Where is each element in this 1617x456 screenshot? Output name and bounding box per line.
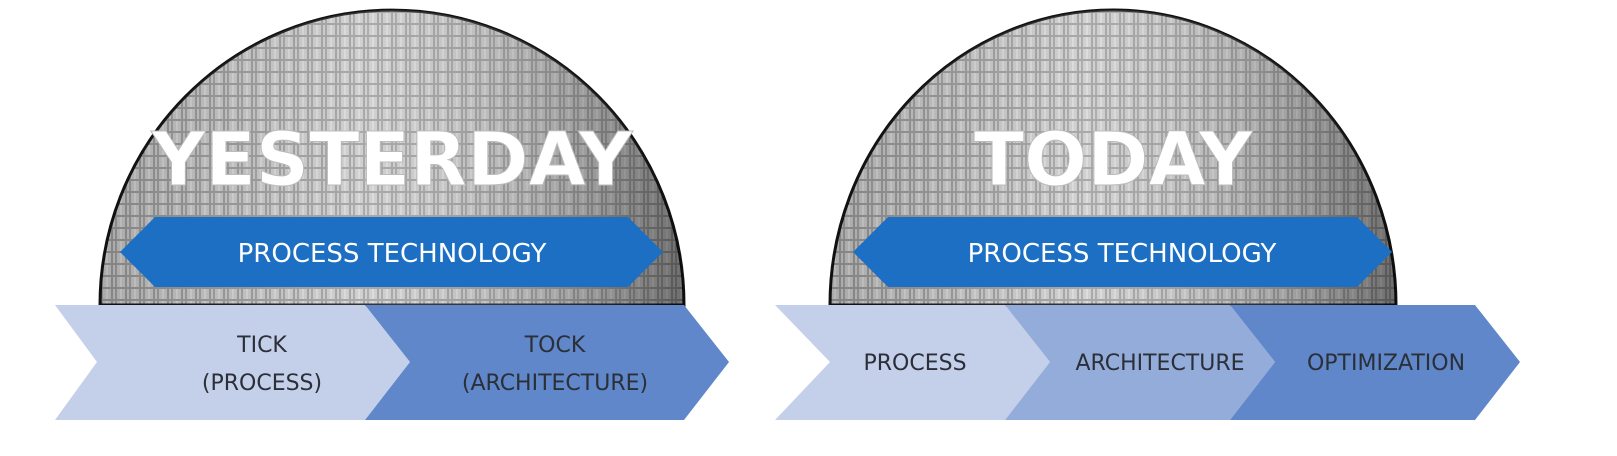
process-technology-banner: PROCESS TECHNOLOGY (853, 217, 1392, 287)
chevron-tock: TOCK (ARCHITECTURE) (365, 305, 729, 420)
today-panel: TODAY PROCESS TECHNOLOGY PROCESS ARCHITE… (775, 8, 1520, 420)
banner-label: PROCESS TECHNOLOGY (968, 239, 1277, 269)
banner-label: PROCESS TECHNOLOGY (238, 239, 547, 269)
chevron-optimization: OPTIMIZATION (1230, 305, 1520, 420)
step-sublabel: (PROCESS) (202, 371, 322, 396)
step-label: TOCK (524, 333, 586, 358)
step-sublabel: (ARCHITECTURE) (462, 371, 648, 396)
step-label: PROCESS (863, 351, 966, 376)
panel-title: YESTERDAY (151, 117, 634, 203)
process-technology-banner: PROCESS TECHNOLOGY (120, 217, 663, 287)
yesterday-panel: YESTERDAY PROCESS TECHNOLOGY TICK (PROCE… (55, 8, 729, 420)
chevron-process: PROCESS (775, 305, 1050, 420)
step-label: ARCHITECTURE (1075, 351, 1244, 376)
chevron-architecture: ARCHITECTURE (1005, 305, 1275, 420)
step-label: OPTIMIZATION (1307, 351, 1465, 376)
panel-title: TODAY (974, 117, 1254, 203)
chevron-tick: TICK (PROCESS) (55, 305, 410, 420)
step-label: TICK (236, 333, 287, 358)
